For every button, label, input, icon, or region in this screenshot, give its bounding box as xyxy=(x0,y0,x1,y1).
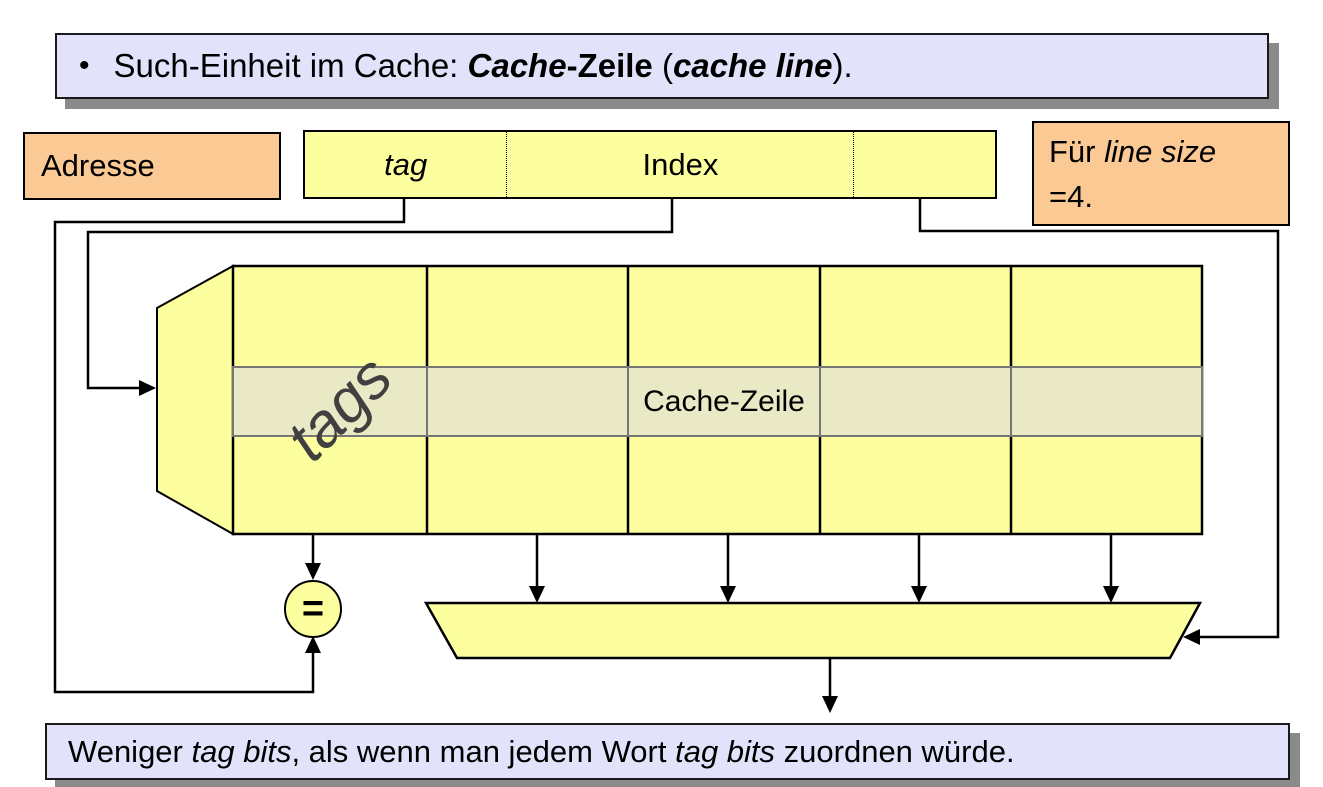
offset-to-mux-line xyxy=(918,199,1280,639)
comparator-symbol: = xyxy=(285,581,341,637)
line-size-note-line1: Für line size xyxy=(1049,134,1217,169)
cache-line-label: Cache-Zeile xyxy=(628,367,820,436)
page-title: Such-Einheit im Cache: Cache-Zeile (cach… xyxy=(113,47,853,84)
footer-text: Weniger tag bits, als wenn man jedem Wor… xyxy=(68,733,1015,769)
tag-to-comparator-arrowhead xyxy=(305,636,321,653)
tags-decoder-shape xyxy=(156,264,234,536)
address-label-box: Adresse xyxy=(23,132,281,200)
footer-box: Weniger tag bits, als wenn man jedem Wor… xyxy=(45,723,1290,780)
index-to-decoder-arrowhead xyxy=(139,380,156,396)
column-output-lines xyxy=(311,534,1113,594)
index-to-decoder-line xyxy=(86,199,674,390)
mux-shape xyxy=(423,601,1203,660)
cache-line-row-dividers xyxy=(426,368,1012,435)
comparator-circle xyxy=(284,580,342,638)
tag-field-label: tag xyxy=(384,146,428,182)
address-field-tag: tag xyxy=(305,132,506,197)
comparator-symbol-text: = xyxy=(301,587,325,630)
address-field-offset xyxy=(853,132,995,197)
mux-output-arrowhead xyxy=(822,696,838,713)
column-output-arrowheads xyxy=(305,563,1119,603)
line-size-note-box: Für line size =4. xyxy=(1032,121,1290,226)
line-size-note-line2: =4. xyxy=(1049,179,1093,214)
cache-line-row-highlight xyxy=(232,366,1203,437)
title-bullet: • xyxy=(79,49,90,82)
offset-to-mux-arrowhead xyxy=(1183,629,1200,645)
address-field-box: tag Index xyxy=(303,130,997,199)
tag-to-comparator-line xyxy=(53,199,406,694)
index-field-label: Index xyxy=(642,146,719,182)
address-label: Adresse xyxy=(41,148,155,183)
title-box: • Such-Einheit im Cache: Cache-Zeile (ca… xyxy=(55,33,1269,99)
address-field-index: Index xyxy=(506,132,853,197)
cache-line-label-text: Cache-Zeile xyxy=(643,384,805,418)
